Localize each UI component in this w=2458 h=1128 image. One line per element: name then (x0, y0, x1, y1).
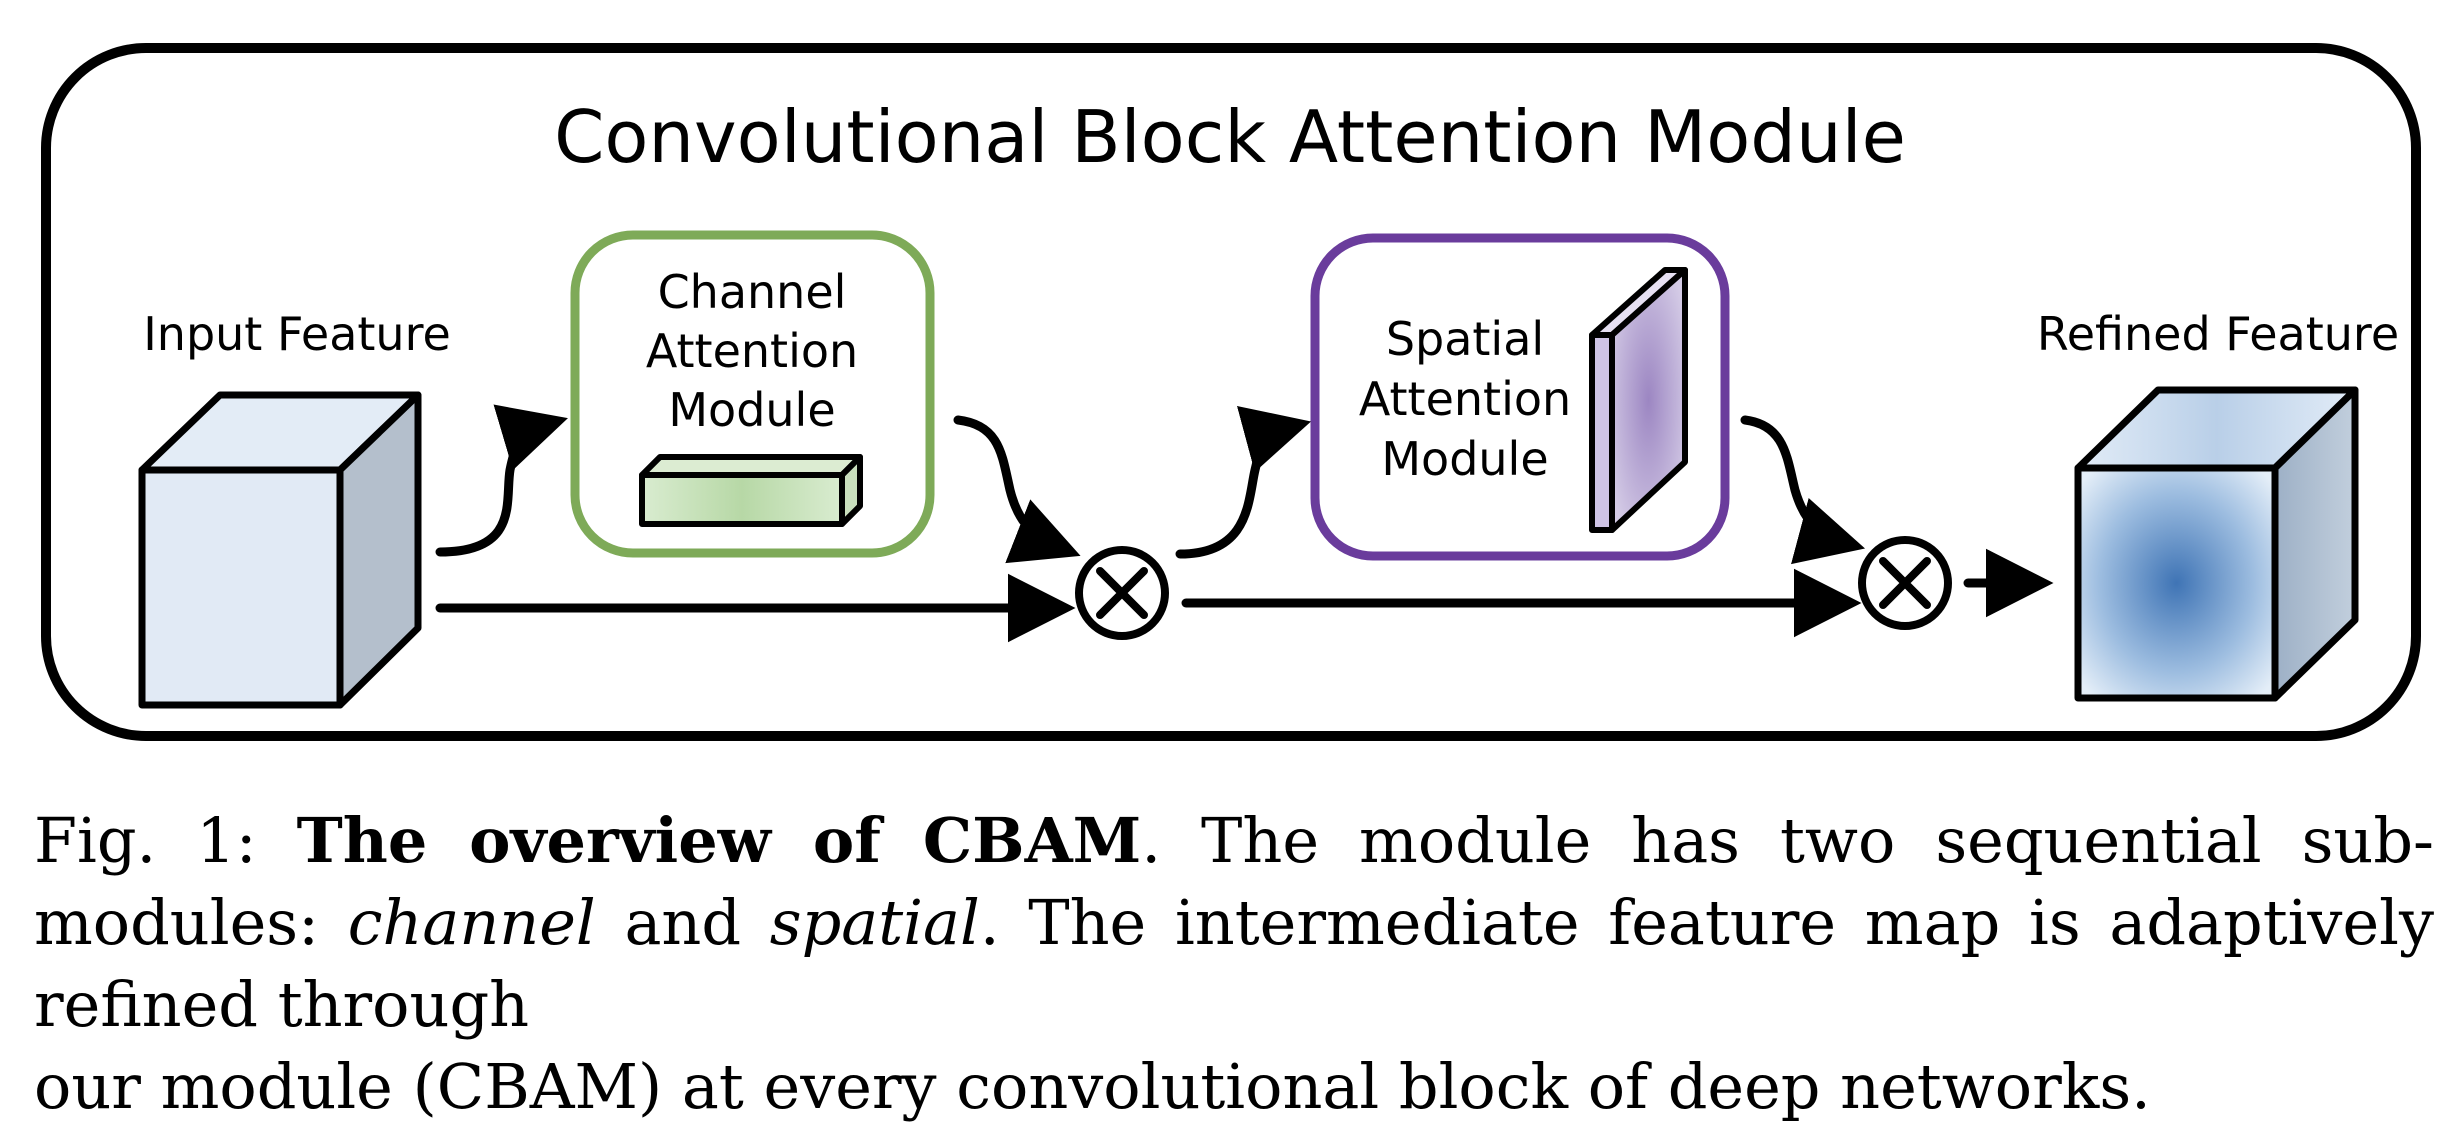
arrow-multiply-to-spatial (1175, 406, 1312, 559)
channel-module-label-1: Channel (658, 265, 847, 319)
caption-line-3: our module (CBAM) at every convolutional… (34, 1050, 2151, 1123)
flow-arrows (435, 404, 2054, 643)
channel-module-label-3: Module (668, 383, 835, 437)
arrow-input-to-channel (435, 404, 568, 557)
caption-text-3: . The intermediate feature map is adapti… (34, 886, 2435, 1041)
arrow-spatial-to-multiply (1740, 415, 1866, 565)
caption-fig-label: Fig. 1: (34, 804, 257, 877)
spatial-module-label-1: Spatial (1386, 312, 1544, 366)
channel-attention-map (639, 454, 863, 527)
caption-text-1: . The module has two sequential sub-modu… (34, 804, 2435, 959)
multiply-node-1 (1075, 546, 1169, 640)
diagram-title: Convolutional Block Attention Module (554, 95, 1906, 179)
input-feature-label: Input Feature (143, 307, 451, 361)
input-feature-cube (138, 391, 422, 709)
cbam-diagram: Convolutional Block Attention Module Inp… (41, 43, 2421, 741)
figure-caption: Fig. 1: The overview of CBAM. The module… (34, 800, 2434, 1128)
multiply-node-2 (1858, 536, 1952, 630)
refined-feature-label: Refined Feature (2037, 307, 2399, 361)
caption-italic-spatial: spatial (769, 886, 980, 959)
channel-module-label-2: Attention (646, 324, 858, 378)
caption-italic-channel: channel (347, 886, 596, 959)
spatial-module-label-2: Attention (1359, 372, 1571, 426)
arrow-channel-to-multiply (953, 415, 1081, 564)
refined-feature-cube (2074, 386, 2359, 702)
caption-text-2: and (595, 886, 770, 959)
spatial-module-label-3: Module (1381, 432, 1548, 486)
caption-line-1-2: Fig. 1: The overview of CBAM. The module… (34, 800, 2434, 1046)
caption-bold-title: The overview of CBAM (296, 804, 1142, 877)
spatial-attention-map (1589, 267, 1688, 533)
